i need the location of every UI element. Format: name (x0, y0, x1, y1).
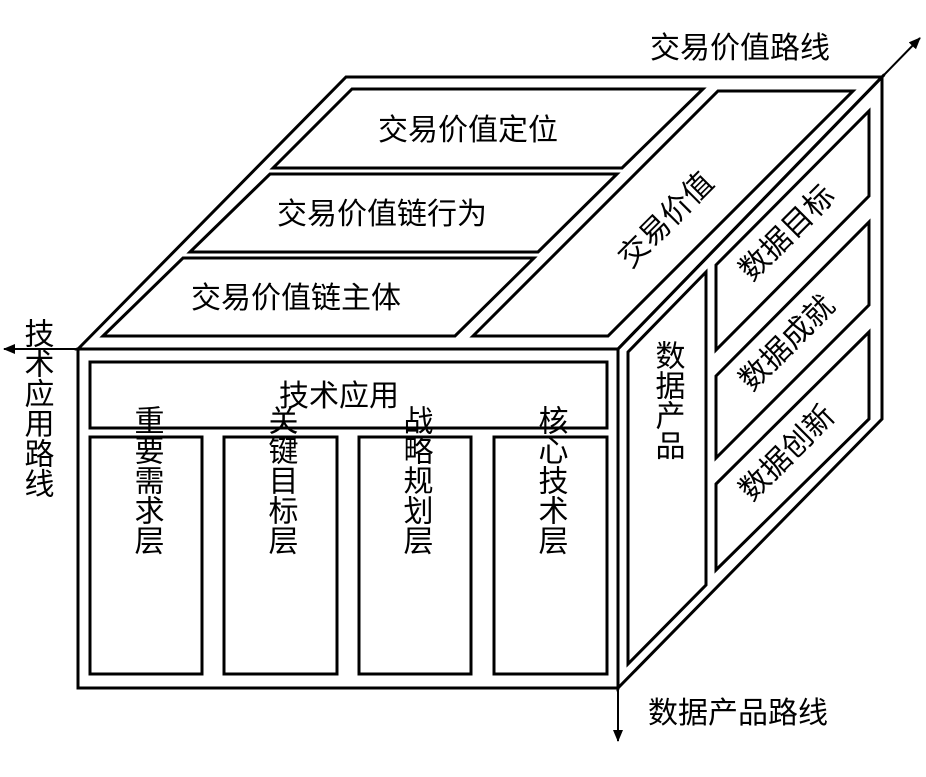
top-panel-trade-value (469, 89, 857, 338)
front-column-label-3: 战略规划层 (398, 405, 434, 555)
front-header-label: 技术应用 (279, 379, 399, 414)
top-panel-chain-behavior (186, 172, 621, 254)
top-panel-chain-subject (99, 256, 538, 338)
right-panel-data-innovation (714, 328, 871, 574)
front-column-3 (357, 435, 473, 676)
front-column-label-2: 关键目标层 (263, 405, 299, 555)
front-column-2 (222, 435, 339, 676)
trade-route-label: 交易价值路线 (650, 31, 830, 66)
front-column-label-4: 核心技术层 (533, 405, 569, 555)
cube-right-face (616, 73, 884, 692)
front-column-4 (492, 435, 609, 676)
top-item-2: 交易价值链行为 (277, 197, 487, 232)
right-main-label: 数据产品 (650, 340, 686, 460)
top-panel-positioning (269, 87, 707, 170)
right-panel-data-goal (714, 107, 871, 354)
data-route-label: 数据产品路线 (648, 696, 828, 731)
top-item-1: 交易价值定位 (378, 113, 558, 148)
right-panel-data-achievement (714, 218, 871, 462)
top-item-3: 交易价值链主体 (191, 281, 401, 316)
right-panel-data-product (626, 268, 708, 668)
front-column-label-1: 重要需求层 (129, 405, 165, 555)
front-column-1 (88, 435, 204, 676)
front-panel-header (88, 360, 609, 430)
tech-route-label: 技术应用路线 (19, 318, 55, 498)
trade-route-arrow (881, 37, 921, 78)
